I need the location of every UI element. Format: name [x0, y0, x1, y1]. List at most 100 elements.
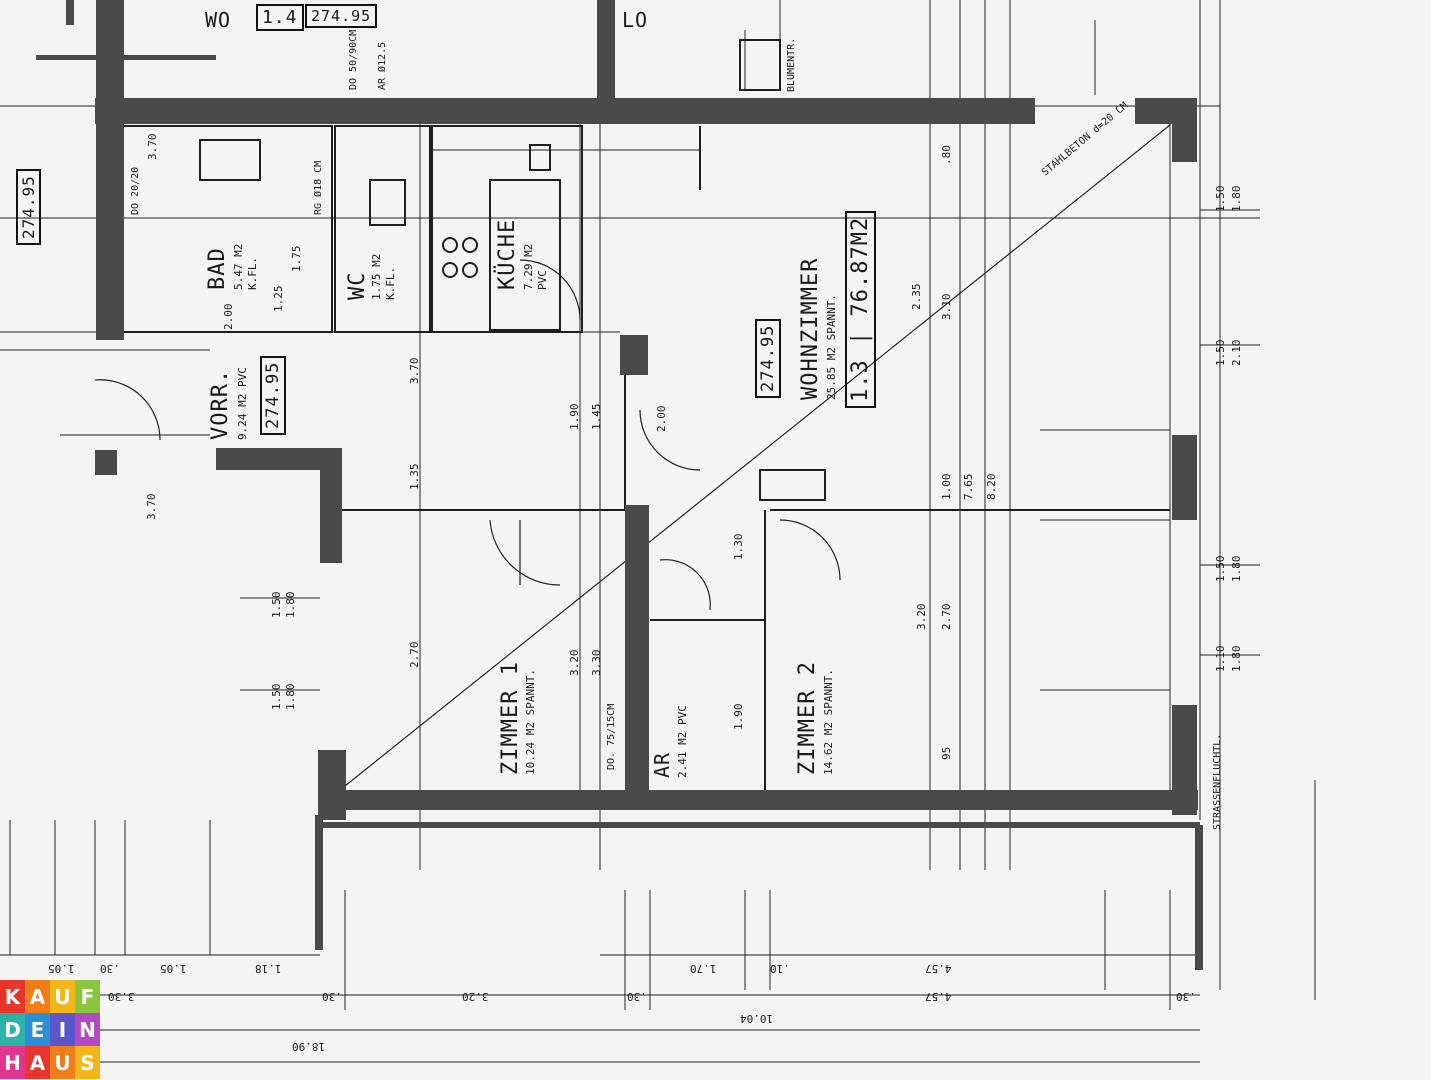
level-wohnzimmer: 274.95 — [755, 318, 781, 398]
bottom-dim: 1.05 — [160, 962, 187, 975]
logo-letter: F — [75, 980, 100, 1013]
bottom-dim: .30 — [322, 990, 342, 1003]
interior-dim: .80 — [940, 145, 953, 165]
neighbour-wo-level: 274.95 — [305, 4, 378, 28]
interior-dim: 2.70 — [408, 641, 421, 669]
interior-dim: 3.20 — [568, 649, 581, 677]
note-blumentrog: BLUMENTR. — [786, 37, 797, 92]
room-floor-bad: K.FL. — [246, 256, 259, 290]
interior-dim: 3.30 — [590, 649, 603, 677]
interior-dim: 1.45 — [590, 403, 603, 431]
right-dim-1-top: 1.50 — [1214, 185, 1227, 213]
bottom-dim: 1.05 — [48, 962, 75, 975]
interior-dim: 2.70 — [940, 603, 953, 631]
interior-dim: 8.20 — [985, 473, 998, 501]
bottom-dim: .30 — [627, 990, 647, 1003]
room-floor-kueche: PVC — [536, 270, 549, 290]
door-swings — [94, 259, 841, 611]
room-area-vorraum: 9.24 M2 PVC — [236, 367, 249, 440]
interior-dim: 3.20 — [915, 603, 928, 631]
room-area-wohnzimmer: 25.85 M2 SPANNT. — [825, 294, 838, 400]
level-vorraum: 274.95 — [260, 355, 286, 435]
note-dd: DO 50/90CM — [348, 29, 359, 90]
room-area-bad: 5.47 M2 — [232, 243, 245, 290]
dimension-lines — [0, 0, 1316, 1063]
interior-dim: 1.75 — [290, 245, 303, 273]
logo-letter: H — [0, 1046, 25, 1079]
neighbour-wo-unit: 1.4 — [256, 4, 304, 31]
interior-dim: 2.35 — [910, 283, 923, 311]
logo-letter: A — [25, 980, 50, 1013]
bottom-dim: 10.04 — [740, 1012, 774, 1025]
room-name-zimmer2: ZIMMER 2 — [795, 661, 820, 775]
right-dim-3-top: 1.50 — [1214, 555, 1227, 583]
logo-letter: U — [50, 980, 75, 1013]
interior-dim: 1.25 — [272, 285, 285, 313]
left-dim-1-bottom: 1.80 — [284, 591, 297, 619]
room-area-zimmer2: 14.62 M2 SPANNT. — [822, 669, 835, 775]
interior-dim: 2.00 — [222, 303, 235, 331]
room-floor-wc: K.FL. — [384, 266, 397, 300]
note-ar: AR Ø12.5 — [377, 41, 388, 90]
bottom-dim: 4.57 — [925, 990, 952, 1003]
room-name-wc: WC — [345, 271, 370, 301]
right-dim-4-bottom: 1.80 — [1230, 645, 1243, 673]
room-name-kueche: KÜCHE — [495, 218, 520, 290]
interior-dim: 1.35 — [408, 463, 421, 491]
left-dim-2-top: 1.50 — [270, 683, 283, 711]
logo-letter: U — [50, 1046, 75, 1079]
left-dim-1-top: 1.50 — [270, 591, 283, 619]
unit-area-box: 1.3 | 76.87M2 — [845, 210, 876, 408]
interior-dim: 95 — [940, 746, 953, 760]
right-dim-2-bottom: 2.10 — [1230, 339, 1243, 367]
logo-letter: E — [25, 1013, 50, 1046]
right-dim-2-top: 1.50 — [1214, 339, 1227, 367]
interior-dim: 1.90 — [732, 703, 745, 731]
interior-dim: 1.90 — [568, 403, 581, 431]
logo-letter: A — [25, 1046, 50, 1079]
room-area-kueche: 7.29 M2 — [522, 243, 535, 290]
interior-dim: 3.10 — [940, 293, 953, 321]
bottom-dim: .10 — [770, 962, 790, 975]
room-name-ar: AR — [650, 751, 674, 778]
logo-letter: D — [0, 1013, 25, 1046]
bottom-dim: .30 — [100, 962, 120, 975]
interior-dim: 1.30 — [732, 533, 745, 561]
room-area-ar: 2.41 M2 PVC — [676, 705, 689, 778]
interior-dim: 3.70 — [146, 133, 159, 161]
logo-letter: S — [75, 1046, 100, 1079]
logo-letter: N — [75, 1013, 100, 1046]
logo-letter: K — [0, 980, 25, 1013]
note-decke-zimmer: DO. 75/15CM — [606, 703, 617, 770]
bottom-dim: 1.18 — [255, 962, 282, 975]
right-dim-1-bottom: 1.80 — [1230, 185, 1243, 213]
unit-area: 76.87M2 — [848, 216, 873, 317]
room-area-wc: 1.75 M2 — [370, 253, 383, 300]
level-left: 274.95 — [16, 169, 41, 245]
logo-letter: I — [50, 1013, 75, 1046]
note-strassenflucht: STRASSENFLUCHTL. — [1212, 733, 1223, 830]
unit-number: 1.3 — [848, 359, 873, 402]
bottom-dim: 18.90 — [292, 1040, 326, 1053]
bottom-dim: 3.30 — [108, 990, 135, 1003]
bottom-dim: 4.57 — [925, 962, 952, 975]
interior-dim: 3.70 — [408, 357, 421, 385]
bottom-dim: 3.20 — [462, 990, 489, 1003]
right-dim-4-top: 1.10 — [1214, 645, 1227, 673]
left-dim-2-bottom: 1.80 — [284, 683, 297, 711]
interior-dim: 3.70 — [145, 493, 158, 521]
room-name-zimmer1: ZIMMER 1 — [498, 661, 523, 775]
neighbour-lo-name: LO — [622, 8, 649, 32]
bottom-dim: .30 — [1176, 990, 1196, 1003]
room-name-wohnzimmer: WOHNZIMMER — [798, 257, 823, 400]
interior-dim: 2.00 — [655, 405, 668, 433]
note-decke-bad: DO 20/20 — [130, 166, 141, 215]
kaufdeinhaus-logo: K A U F D E I N H A U S — [0, 980, 100, 1080]
note-rg: RG Ø18 CM — [313, 160, 324, 215]
right-dim-3-bottom: 1.80 — [1230, 555, 1243, 583]
room-area-zimmer1: 10.24 M2 SPANNT. — [524, 669, 537, 775]
interior-dim: 1.00 — [940, 473, 953, 501]
room-name-vorraum: VORR. — [208, 368, 233, 440]
exterior-walls — [36, 0, 1203, 970]
